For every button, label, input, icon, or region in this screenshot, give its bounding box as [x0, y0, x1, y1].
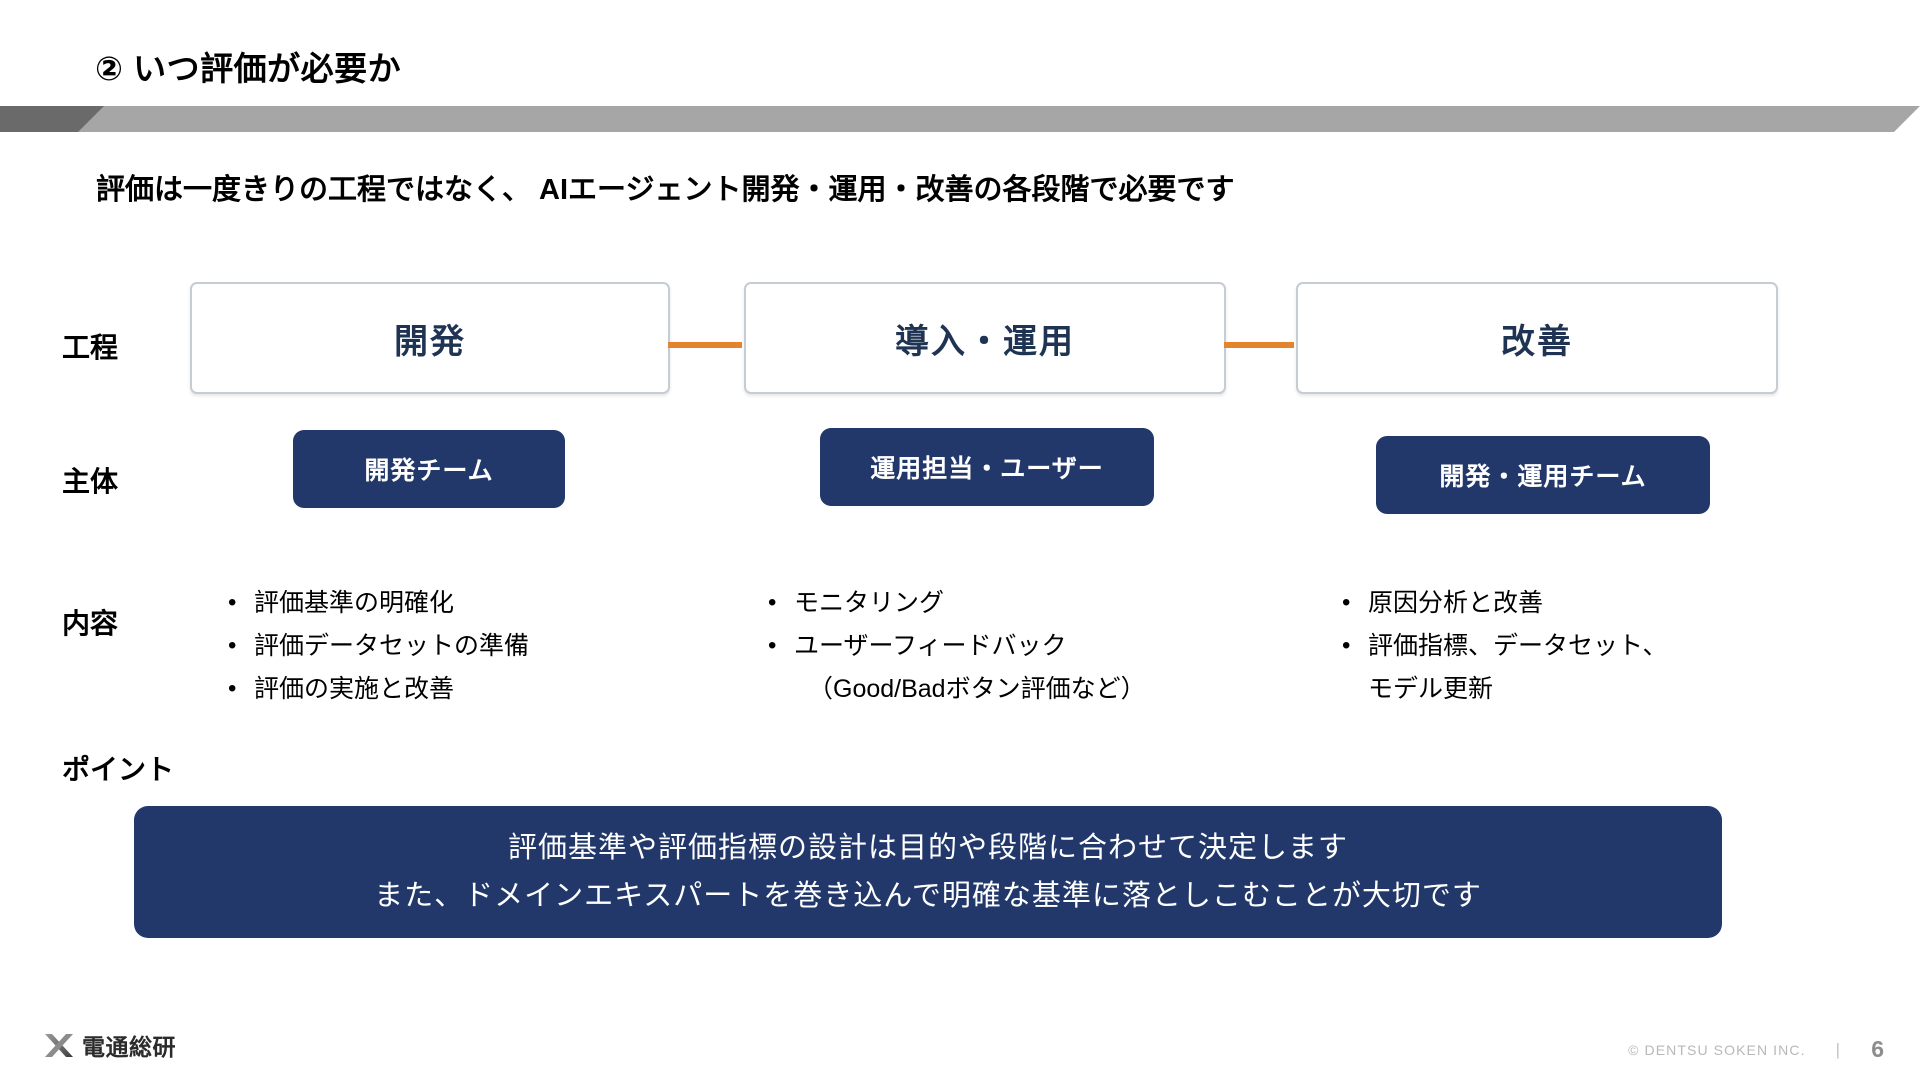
- title-accent-band: [0, 106, 1920, 132]
- point-callout-box: 評価基準や評価指標の設計は目的や段階に合わせて決定します また、ドメインエキスパ…: [134, 806, 1722, 938]
- list-item-text: モニタリング: [794, 589, 945, 617]
- list-item: • 原因分析と改善: [1342, 584, 1812, 622]
- point-line-1: 評価基準や評価指標の設計は目的や段階に合わせて決定します: [507, 832, 1348, 864]
- footer-meta: © DENTSU SOKEN INC. | 6: [1628, 1036, 1884, 1063]
- stage-label: 導入・運用: [895, 322, 1075, 361]
- owner-label: 開発チーム: [364, 457, 494, 485]
- list-item: • 評価指標、データセット、: [1342, 627, 1812, 665]
- list-item: • 評価基準の明確化: [228, 584, 698, 622]
- list-item: • 評価データセットの準備: [228, 627, 698, 665]
- owner-badge-improvement: 開発・運用チーム: [1376, 436, 1710, 514]
- owner-badge-operation: 運用担当・ユーザー: [820, 428, 1154, 506]
- page-title: ② いつ評価が必要か: [95, 50, 402, 87]
- list-item-text: 評価データセットの準備: [254, 632, 530, 660]
- list-item: • 評価の実施と改善: [228, 670, 698, 708]
- row-label-point: ポイント: [62, 754, 175, 785]
- lead-sentence: 評価は一度きりの工程ではなく、 AIエージェント開発・運用・改善の各段階で必要で…: [96, 174, 1235, 206]
- page-number: 6: [1871, 1036, 1884, 1062]
- company-logo: 電通総研: [42, 1028, 176, 1062]
- bullet-dot-icon: •: [228, 632, 237, 659]
- row-label-process: 工程: [62, 332, 119, 363]
- row-label-owner: 主体: [62, 466, 119, 497]
- band-light-segment: [0, 106, 1920, 132]
- bullet-dot-icon: •: [1342, 589, 1351, 616]
- content-column-development: • 評価基準の明確化 • 評価データセットの準備 • 評価の実施と改善: [228, 584, 698, 713]
- bullet-dot-icon: •: [768, 589, 777, 616]
- owner-badge-development: 開発チーム: [293, 430, 565, 508]
- list-item: • モニタリング: [768, 584, 1268, 622]
- list-item-continuation: モデル更新: [1368, 675, 1494, 703]
- list-item: • ユーザーフィードバック: [768, 627, 1268, 665]
- stage-label: 改善: [1501, 322, 1573, 361]
- dentsu-soken-mark-icon: [42, 1028, 76, 1062]
- owner-label: 開発・運用チーム: [1439, 463, 1647, 491]
- list-item-text: 評価基準の明確化: [254, 589, 455, 617]
- list-item-subtext: （Good/Badボタン評価など）: [808, 675, 1146, 703]
- bullet-dot-icon: •: [1342, 632, 1351, 659]
- list-item-text: 評価指標、データセット、: [1368, 632, 1668, 660]
- footer-separator: |: [1835, 1039, 1840, 1059]
- bullet-dot-icon: •: [228, 589, 237, 616]
- bullet-dot-icon: •: [768, 632, 777, 659]
- stage-connector-2: [1224, 342, 1294, 348]
- list-item-text: ユーザーフィードバック: [794, 632, 1067, 660]
- owner-label: 運用担当・ユーザー: [870, 455, 1104, 483]
- stage-box-improvement: 改善: [1296, 282, 1778, 394]
- copyright-text: © DENTSU SOKEN INC.: [1628, 1041, 1806, 1058]
- list-item-text: 評価の実施と改善: [254, 675, 455, 703]
- stage-connector-1: [668, 342, 742, 348]
- stage-label: 開発: [394, 322, 466, 361]
- stage-box-operation: 導入・運用: [744, 282, 1226, 394]
- point-line-2: また、ドメインエキスパートを巻き込んで明確な基準に落としこむことが大切です: [374, 880, 1482, 912]
- content-column-improvement: • 原因分析と改善 • 評価指標、データセット、 モデル更新: [1342, 584, 1812, 708]
- stage-box-development: 開発: [190, 282, 670, 394]
- logo-wordmark: 電通総研: [82, 1034, 176, 1060]
- list-item-text: 原因分析と改善: [1368, 589, 1544, 617]
- content-column-operation: • モニタリング • ユーザーフィードバック （Good/Badボタン評価など）: [768, 584, 1268, 708]
- row-label-content: 内容: [62, 608, 119, 639]
- bullet-dot-icon: •: [228, 675, 237, 702]
